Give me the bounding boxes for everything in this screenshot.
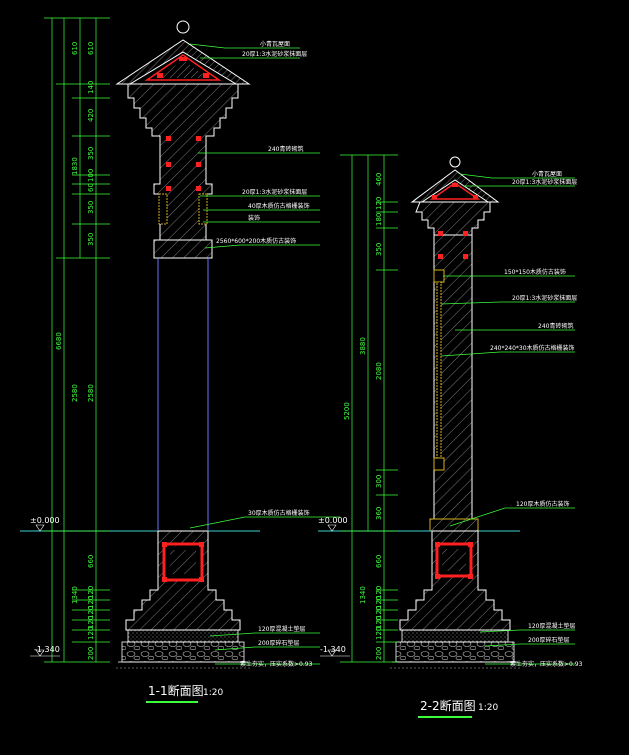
label2-wood-150: 150*150木质仿古装饰 <box>504 268 566 276</box>
dim2-300: 300 <box>375 475 383 488</box>
dim2-3880: 3880 <box>359 337 367 355</box>
label2-wood-120: 120厚木质仿古装饰 <box>516 500 569 508</box>
column-head-2 <box>415 201 491 532</box>
labels-1: 小青瓦屋面 20厚1:3水泥砂浆抹面层 240青砖砌筑 20厚1:3水泥砂浆抹面… <box>216 40 313 668</box>
dimension-lines-1 <box>44 17 110 663</box>
dim-120-3: 120 <box>87 606 95 619</box>
dim-610-b: 610 <box>71 42 79 55</box>
dimension-text-1: 610 610 140 420 350 100 60 350 350 1830 … <box>55 42 95 660</box>
dim-200: 200 <box>87 647 95 660</box>
dim-350-b: 350 <box>87 201 95 214</box>
level-minus: -1.340 <box>34 645 60 654</box>
dim-120-4: 120 <box>87 616 95 629</box>
label-concrete-1: 120厚混凝土垫层 <box>258 625 305 633</box>
label-soil-1: 素土夯实，压实系数>0.93 <box>240 660 313 668</box>
label2-concrete: 120厚混凝土垫层 <box>528 622 575 630</box>
label-mortar-2: 20厚1:3水泥砂浆抹面层 <box>242 188 307 196</box>
dim-350-a: 350 <box>87 147 95 160</box>
dim-120-5: 120 <box>87 627 95 640</box>
label-brick-1: 240青砖砌筑 <box>268 145 303 153</box>
dim-660: 660 <box>87 555 95 568</box>
dim2-180: 180 <box>375 213 383 226</box>
dimension-lines-2 <box>340 154 398 663</box>
dim-1340: 1340 <box>71 586 79 604</box>
roof-1 <box>115 20 251 85</box>
label-lattice-1: 40厚木质仿古格栅装饰 <box>248 202 310 210</box>
dim-420: 420 <box>87 109 95 122</box>
dim2-120-5: 120 <box>375 627 383 640</box>
dim-6680: 6680 <box>55 332 63 350</box>
label2-soil: 素土夯实，压实系数>0.93 <box>510 660 583 668</box>
dim-1830: 1830 <box>71 157 79 175</box>
dim-120-2: 120 <box>87 596 95 609</box>
labels-2: 小青瓦屋面 20厚1:3水泥砂浆抹面层 150*150木质仿古装饰 20厚1:3… <box>490 170 583 668</box>
label-lattice-2: 30厚木质仿古格栅装饰 <box>248 509 310 517</box>
label-gravel-1: 200厚碎石垫层 <box>258 639 299 647</box>
dim-120-1: 120 <box>87 586 95 599</box>
column-base-2 <box>390 530 520 669</box>
title-block-1: 1-1断面图 1:20 <box>146 683 223 703</box>
section-scale-2: 1:20 <box>478 703 498 713</box>
dim-2580-b: 2580 <box>71 384 79 402</box>
dim2-200: 200 <box>375 647 383 660</box>
label2-mortar-2: 20厚1:3水泥砂浆抹面层 <box>512 294 577 302</box>
dim2-460: 460 <box>375 173 383 186</box>
levels-1: ±0.000 -1.340 <box>30 516 60 657</box>
dim2-120-4: 120 <box>375 616 383 629</box>
dim-610: 610 <box>87 42 95 55</box>
column-base-1 <box>116 530 250 669</box>
label2-lattice: 240*240*30木质仿古格栅装饰 <box>490 344 575 352</box>
dim-350-c: 350 <box>87 233 95 246</box>
dim2-360: 360 <box>375 507 383 520</box>
dim2-1340: 1340 <box>359 586 367 604</box>
title-block-2: 2-2断面图 1:20 <box>418 698 498 718</box>
dim2-120-1: 120 <box>375 586 383 599</box>
label2-gravel: 200厚碎石垫层 <box>528 636 569 644</box>
levels-2: ±0.000 -1.340 <box>318 516 350 657</box>
level2-minus: -1.340 <box>320 645 346 654</box>
dim2-120: 120 <box>375 197 383 210</box>
label2-brick: 240青砖砌筑 <box>538 322 573 330</box>
dim2-2080: 2080 <box>375 362 383 380</box>
column-head-1 <box>127 83 239 259</box>
label2-roof-tile: 小青瓦屋面 <box>532 170 562 178</box>
label2-mortar-1: 20厚1:3水泥砂浆抹面层 <box>512 178 577 186</box>
section-scale-1: 1:20 <box>203 688 223 698</box>
level-0: ±0.000 <box>30 516 60 525</box>
section-2-2: 460 180 120 350 2080 300 360 3880 5200 6… <box>318 154 583 718</box>
dim-100: 100 <box>87 169 95 182</box>
dim-60: 60 <box>87 183 95 192</box>
dim2-120-2: 120 <box>375 596 383 609</box>
roof-2 <box>410 156 500 203</box>
label-deco-1: 装饰 <box>248 214 260 222</box>
dim2-120-3: 120 <box>375 606 383 619</box>
section-title-1: 1-1断面图 <box>148 683 204 698</box>
dim-140: 140 <box>87 81 95 94</box>
dim-2580-a: 2580 <box>87 384 95 402</box>
leaders-2 <box>440 173 575 665</box>
leaders-1 <box>189 43 340 665</box>
level2-0: ±0.000 <box>318 516 348 525</box>
section-title-2: 2-2断面图 <box>420 698 476 713</box>
dim2-5200: 5200 <box>343 402 351 420</box>
dim2-660: 660 <box>375 555 383 568</box>
dim2-350: 350 <box>375 243 383 256</box>
label-roof-tile-1: 小青瓦屋面 <box>260 40 290 48</box>
label-wood-block-1: 2560*600*200木质仿古装饰 <box>216 237 296 245</box>
column-shaft-1 <box>157 257 209 530</box>
dimension-text-2: 460 180 120 350 2080 300 360 3880 5200 6… <box>343 173 383 660</box>
label-mortar-1: 20厚1:3水泥砂浆抹面层 <box>242 50 307 58</box>
section-1-1: 610 610 140 420 350 100 60 350 350 1830 … <box>20 17 340 703</box>
